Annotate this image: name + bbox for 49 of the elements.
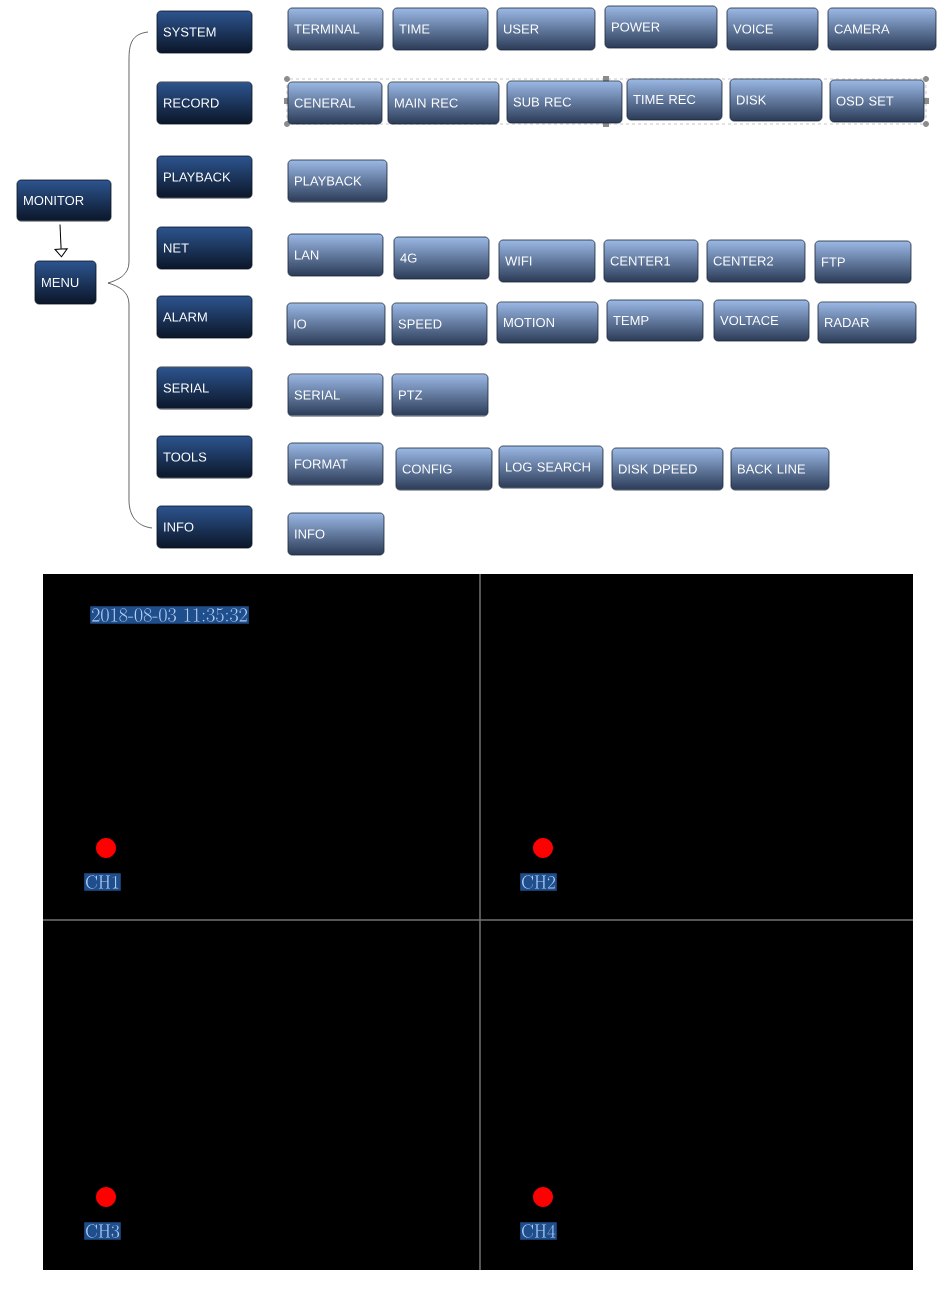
submenu-button: VOLTACE (713, 299, 810, 342)
submenu-button: CAMERA (827, 7, 937, 51)
channel-label: CH1 (84, 873, 121, 891)
submenu-button: WIFI (498, 239, 596, 283)
menu-button: SERIAL (156, 366, 253, 410)
submenu-button: VOICE (726, 7, 819, 51)
submenu-button: CONFIG (395, 447, 493, 491)
submenu-button: TIME REC (626, 78, 723, 121)
menu-button: NET (156, 226, 253, 270)
submenu-button: POWER (604, 5, 718, 49)
submenu-button: OSD SET (829, 79, 925, 123)
submenu-button: RADAR (817, 301, 917, 344)
submenu-button: PTZ (391, 373, 489, 417)
channel-label: CH2 (520, 873, 557, 891)
submenu-button: CENTER2 (706, 239, 806, 283)
submenu-button: CENTER1 (603, 239, 699, 283)
menu-button: MENU (34, 260, 97, 305)
submenu-button: TERMINAL (287, 7, 384, 51)
timestamp-label: 2018-08-03 11:35:32 (90, 606, 249, 624)
submenu-button: MAIN REC (387, 81, 500, 125)
submenu-button: DISK (729, 78, 823, 122)
submenu-button: SUB REC (506, 80, 623, 124)
submenu-button: FTP (814, 240, 912, 284)
menu-button: MONITOR (16, 179, 112, 222)
arrow (54, 248, 68, 258)
submenu-button: CENERAL (287, 81, 383, 125)
submenu-button: LAN (287, 233, 384, 277)
submenu-button: DISK DPEED (611, 447, 724, 491)
menu-button: INFO (156, 505, 253, 549)
menu-button: RECORD (156, 81, 253, 125)
submenu-button: MOTION (496, 301, 599, 344)
submenu-button: 4G (393, 236, 490, 280)
channel-label: CH3 (84, 1222, 121, 1240)
submenu-button: IO (286, 302, 386, 346)
submenu-button: BACK LINE (730, 447, 830, 491)
submenu-button: TEMP (606, 299, 704, 342)
submenu-button: PLAYBACK (287, 159, 388, 203)
submenu-button: TIME (392, 7, 489, 51)
channel-label: CH4 (520, 1222, 557, 1240)
submenu-button: USER (496, 7, 596, 51)
menu-button: PLAYBACK (156, 155, 253, 199)
submenu-button: SPEED (391, 302, 488, 346)
submenu-button: SERIAL (287, 373, 384, 417)
menu-button: SYSTEM (156, 10, 253, 54)
submenu-button: FORMAT (287, 442, 384, 486)
menu-button: ALARM (156, 295, 253, 339)
menu-button: TOOLS (156, 435, 253, 479)
submenu-button: INFO (287, 512, 385, 556)
submenu-button: LOG SEARCH (498, 445, 604, 489)
